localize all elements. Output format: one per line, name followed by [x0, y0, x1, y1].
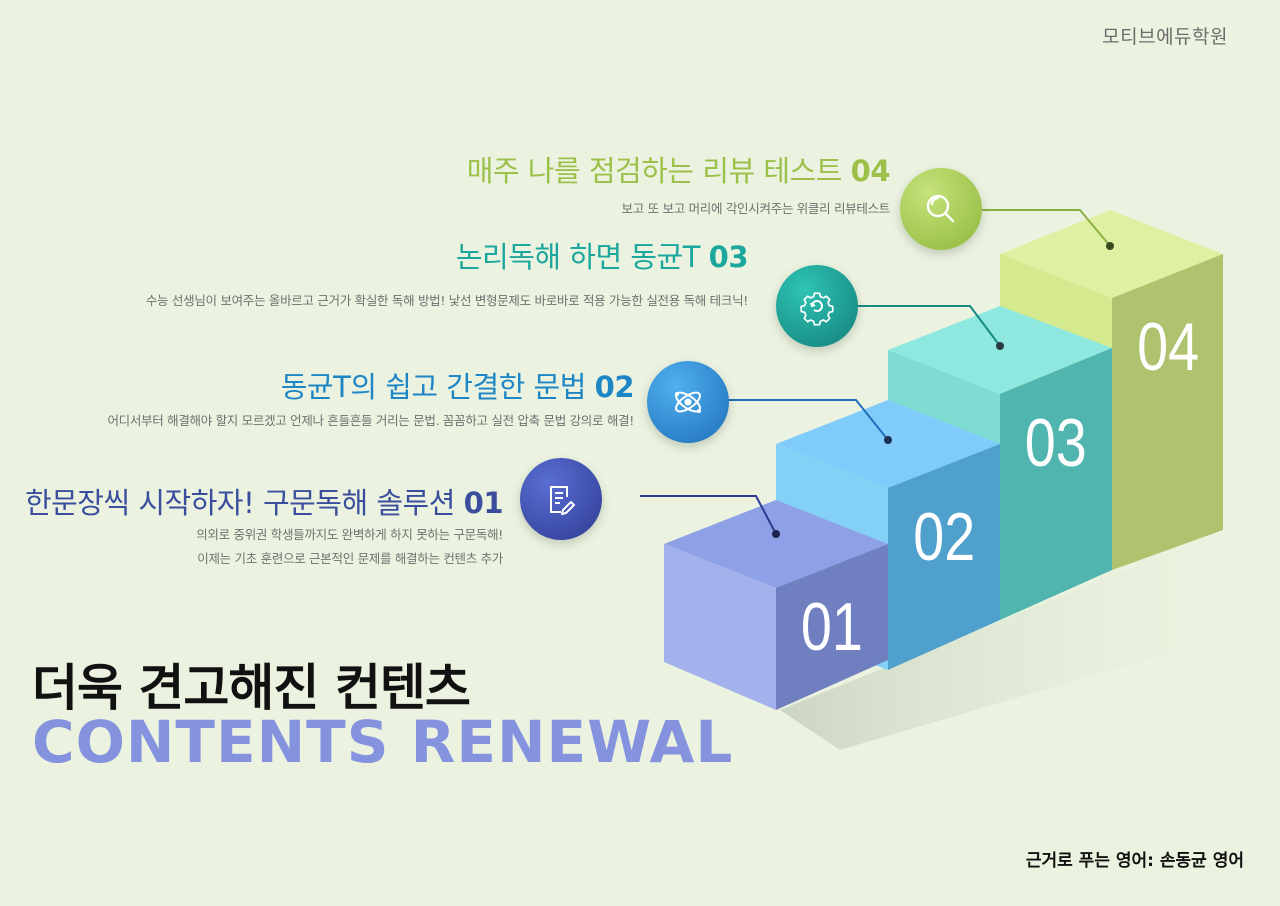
- main-heading-korean: 더욱 견고해진 컨텐츠: [32, 659, 471, 717]
- logic-reading-badge: [776, 265, 858, 347]
- step-02-text: 동균T의 쉽고 간결한 문법 02 어디서부터 해결해야 할지 모르겠고 언제나…: [0, 364, 634, 432]
- step-01-desc-line2: 이제는 기초 훈련으로 근본적인 문제를 해결하는 컨텐츠 추가: [197, 551, 503, 566]
- stair-label-01: 01: [801, 590, 863, 665]
- connector-03: [858, 305, 1004, 350]
- stairs-illustration: 04 03 02 01: [640, 209, 1280, 750]
- stair-label-02: 02: [913, 500, 975, 575]
- stair-label-04: 04: [1137, 310, 1199, 385]
- step-01-desc-line1: 의외로 중위권 학생들까지도 완벽하게 하지 못하는 구문독해!: [196, 527, 503, 542]
- search-icon: [926, 194, 955, 223]
- brand-name: 모티브에듀학원: [1102, 26, 1228, 48]
- step-04-title: 매주 나를 점검하는 리뷰 테스트 04: [466, 154, 891, 188]
- stair-label-03: 03: [1025, 406, 1087, 481]
- step-01-text: 한문장씩 시작하자! 구문독해 솔루션 01 의외로 중위권 학생들까지도 완벽…: [0, 480, 504, 570]
- step-04-desc: 보고 또 보고 머리에 각인시켜주는 위클리 리뷰테스트: [621, 201, 891, 216]
- step-03-desc: 수능 선생님이 보여주는 올바르고 근거가 확실한 독해 방법! 낯선 변형문제…: [145, 293, 748, 308]
- atom-icon: [675, 391, 701, 413]
- step-03-text: 논리독해 하면 동균T 03 수능 선생님이 보여주는 올바르고 근거가 확실한…: [0, 234, 749, 312]
- step-03-title: 논리독해 하면 동균T 03: [455, 240, 749, 274]
- step-04-text: 매주 나를 점검하는 리뷰 테스트 04 보고 또 보고 머리에 각인시켜주는 …: [0, 148, 891, 220]
- connector-02: [728, 399, 892, 444]
- stair-block-01: 01: [664, 500, 888, 710]
- grammar-badge: [647, 361, 729, 443]
- sentence-reading-badge: [520, 458, 602, 540]
- main-heading-english: CONTENTS RENEWAL: [32, 708, 734, 776]
- review-test-badge: [900, 168, 982, 250]
- connector-04: [982, 209, 1114, 250]
- step-01-title: 한문장씩 시작하자! 구문독해 솔루션 01: [24, 486, 504, 520]
- document-edit-icon: [550, 486, 575, 515]
- connector-01: [640, 495, 780, 538]
- footer-tagline: 근거로 푸는 영어: 손동균 영어: [1025, 851, 1244, 871]
- floor-shadow: [780, 530, 1280, 750]
- step-02-desc: 어디서부터 해결해야 할지 모르겠고 언제나 흔들흔들 거리는 문법. 꼼꼼하고…: [107, 413, 634, 428]
- step-02-title: 동균T의 쉽고 간결한 문법 02: [280, 370, 635, 404]
- gear-icon: [800, 292, 834, 326]
